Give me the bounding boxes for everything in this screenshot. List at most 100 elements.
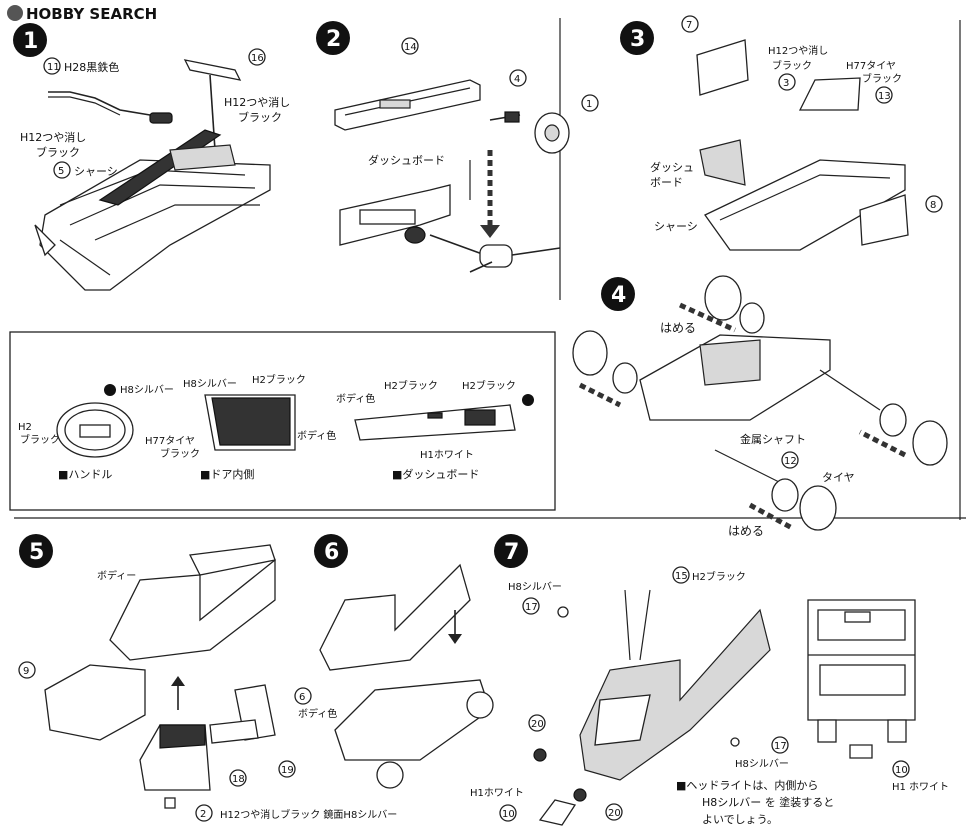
mirror-left	[557, 606, 569, 618]
door-body-color: ボディ色	[297, 429, 336, 442]
note-line3: よいでしょう。	[702, 813, 778, 826]
part20a-label: 20	[531, 719, 544, 730]
step6-panel: 6	[314, 534, 494, 789]
door-h77: H77タイヤ	[145, 435, 195, 447]
part19-label: 19	[281, 765, 294, 776]
bottom-note: H12つや消しブラック 鏡面H8シルバー	[220, 808, 397, 821]
part11-marker	[43, 57, 61, 75]
part17b-color: H8シルバー	[735, 758, 789, 770]
door-inner	[211, 397, 291, 446]
note-line1: ■ヘッドライトは、内側から	[676, 778, 818, 792]
part6-label: 6	[299, 692, 305, 703]
step7-badge	[494, 534, 528, 568]
part17b-marker	[771, 736, 789, 754]
license-plate	[538, 799, 577, 826]
part8-marker	[925, 195, 943, 213]
part4-label: 4	[514, 74, 520, 85]
wheel-front-left	[771, 478, 799, 512]
dashboard-small	[699, 139, 746, 186]
chassis-label: シャーシ	[654, 220, 698, 233]
truck-body-step6	[319, 563, 471, 671]
step7-panel: 7 15 H2ブラック H8シルバー 17 20 17 H8シルバー H1ホワイ…	[470, 534, 949, 826]
part3-color2: ブラック	[772, 59, 812, 72]
step1-panel: 1 11 H28黒鉄色 16 H12つや消し ブラック H12つや消し ブラック…	[13, 23, 290, 291]
step1-badge	[13, 23, 47, 57]
step4-number: 4	[611, 283, 626, 308]
part10a-marker	[499, 804, 517, 822]
steering-column	[183, 59, 242, 81]
part4-marker	[509, 69, 527, 87]
part16-color1: H12つや消し	[224, 95, 290, 109]
tire-label: タイヤ	[822, 471, 855, 484]
part6-name: ボディ色	[298, 707, 337, 720]
fit-label-top: はめる	[660, 321, 696, 335]
rear-view	[807, 599, 916, 743]
headlight-left	[533, 748, 547, 762]
step1-number: 1	[23, 29, 38, 54]
part3-color1: H12つや消し	[768, 44, 828, 57]
dash-h2b: H2ブラック	[462, 379, 516, 392]
mirror-right	[730, 737, 740, 747]
handle-marker	[104, 384, 116, 396]
shaft-label: 金属シャフト	[740, 432, 806, 446]
step5-badge	[19, 534, 53, 568]
part20b-label: 20	[608, 808, 621, 819]
watermark-text: HOBBY SEARCH	[26, 5, 157, 23]
step2-number: 2	[326, 27, 341, 52]
dash-label1: ダッシュ	[650, 160, 694, 174]
part17a-label: 17	[525, 602, 538, 613]
step3-number: 3	[630, 27, 645, 52]
door-right	[859, 194, 909, 246]
part3-marker	[778, 73, 796, 91]
part7-marker	[681, 15, 699, 33]
h8-top: H8シルバー	[508, 581, 562, 593]
wheel-front-right	[879, 403, 907, 437]
handle-num: 4	[106, 387, 112, 397]
door-h8: H8シルバー	[183, 378, 237, 390]
part5-name: シャーシ	[74, 165, 118, 178]
small-part	[164, 797, 176, 809]
door-h77b: ブラック	[160, 447, 200, 460]
part10a-label: 10	[502, 809, 515, 820]
dash-label2: ボード	[650, 176, 683, 189]
part13-color1: H77タイヤ	[846, 60, 896, 72]
step6-badge	[314, 534, 348, 568]
step7-number: 7	[504, 540, 519, 565]
seat	[798, 77, 861, 111]
handle-h2b: ブラック	[20, 433, 60, 446]
part20a-marker	[528, 714, 546, 732]
note-line2: H8シルバー を 塗装すると	[702, 795, 834, 809]
part13-label: 13	[878, 91, 891, 102]
part16-color2: ブラック	[238, 110, 282, 124]
wheel-step6-b	[466, 691, 494, 719]
step3-panel: 3 7 H12つや消し ブラック 3 H77タイヤ ブラック 13 ダッシュ ボ…	[620, 15, 943, 251]
part1-label: 1	[586, 99, 592, 110]
part10b-label: 10	[895, 765, 908, 776]
part10b-color: H1 ホワイト	[892, 781, 949, 793]
step4-panel: 4 はめる 金属シャフト 12 タイヤ はめる	[572, 275, 948, 538]
body-label: ボディー	[97, 569, 136, 582]
rear-plate	[849, 744, 873, 759]
watermark-logo: HOBBY SEARCH	[7, 5, 157, 23]
dash-body-color: ボディ色	[336, 392, 375, 405]
part2-label: 2	[200, 809, 206, 820]
part14-marker	[401, 37, 419, 55]
dash-marker	[522, 394, 534, 406]
chassis-color1: H12つや消し	[20, 130, 86, 144]
tire-front-left	[799, 485, 837, 531]
handle-caption: ■ハンドル	[58, 468, 112, 481]
step5-panel: 5 ボディー 9 6 ボディ色 18 19 2 H12つや消しブラック 鏡面H8…	[18, 534, 397, 822]
part20b-marker	[605, 803, 623, 821]
part16-marker	[248, 48, 266, 66]
fit-label-bottom: はめる	[728, 524, 764, 538]
exhaust-pipe	[48, 91, 151, 116]
front-grille	[44, 664, 146, 741]
part8-label: 8	[930, 200, 936, 211]
door-caption: ■ドア内側	[200, 467, 254, 481]
wheel-rear-right	[739, 302, 765, 334]
part15-marker	[672, 566, 690, 584]
tire-rear-left	[572, 330, 608, 376]
muffler	[149, 112, 173, 124]
step2-panel: 2 14 4 1 ダッシュボード	[316, 21, 599, 273]
part12-label: 12	[784, 456, 797, 467]
